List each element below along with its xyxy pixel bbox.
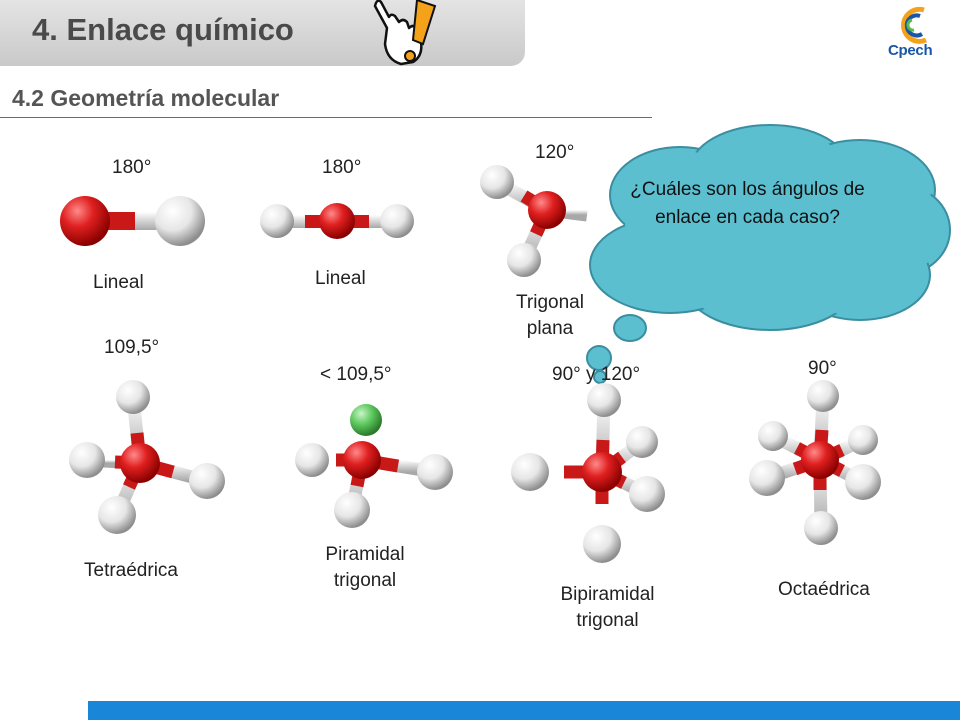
molecule-linear-triatomic <box>260 203 414 239</box>
pointing-hand-icon <box>373 0 437 66</box>
angle-label-6: < 109,5° <box>320 364 392 385</box>
logo-text: Cpech <box>888 42 933 59</box>
angle-label-7: 90° y 120° <box>552 364 641 385</box>
geometry-name-2: Lineal <box>315 268 366 289</box>
page-title: 4. Enlace químico <box>32 12 294 47</box>
title-bar: 4. Enlace químico <box>0 0 525 66</box>
geometry-name-5: Tetraédrica <box>84 560 178 581</box>
geometry-name-7: Bipiramidal trigonal <box>560 584 655 631</box>
cpech-logo-icon <box>901 6 928 44</box>
molecule-linear-diatomic <box>60 196 205 246</box>
angle-label-5: 109,5° <box>104 337 160 358</box>
angle-label-3: 120° <box>535 142 575 163</box>
geometry-name-1: Lineal <box>93 272 144 293</box>
angle-label-8: 90° <box>808 358 837 379</box>
thought-bubble <box>586 124 951 384</box>
footer-bar <box>88 701 960 720</box>
thought-bubble-text: ¿Cuáles son los ángulos de enlace en cad… <box>630 179 865 228</box>
geometry-name-6: Piramidal trigonal <box>325 544 405 591</box>
geometry-name-3: Trigonal plana <box>516 292 584 339</box>
molecule-trigonal-bipyramidal <box>511 383 665 563</box>
molecule-trigonal-pyramidal <box>295 404 453 528</box>
angle-label-2: 180° <box>322 157 362 178</box>
molecule-octahedral <box>749 380 881 545</box>
section-subtitle: 4.2 Geometría molecular <box>12 85 280 111</box>
angle-label-1: 180° <box>112 157 152 178</box>
subtitle-divider <box>0 117 652 118</box>
geometry-name-8: Octaédrica <box>778 579 870 600</box>
molecule-tetrahedral <box>69 380 225 534</box>
molecule-trigonal-planar <box>480 165 588 277</box>
